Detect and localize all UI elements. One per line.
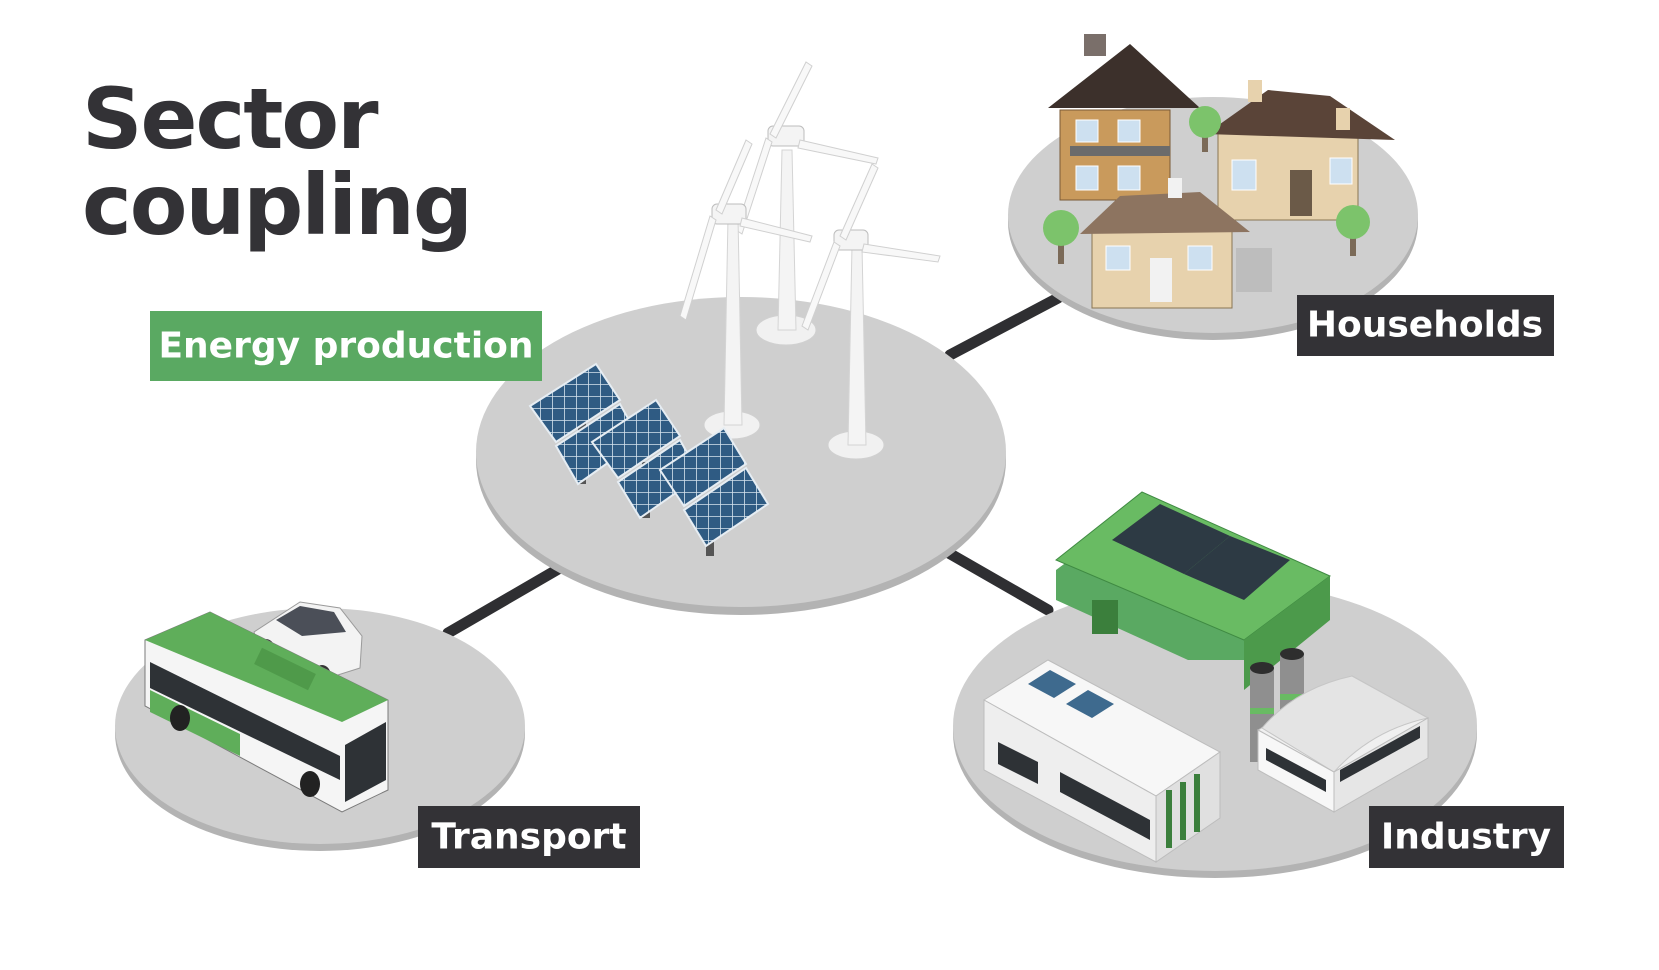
households-label: Households	[1307, 305, 1543, 346]
warehouse-icon	[1055, 491, 1331, 690]
energy-production-tag: Energy production	[150, 311, 542, 381]
transport-label: Transport	[431, 817, 626, 858]
tree-icon	[1336, 205, 1370, 256]
energy-production-tag-bg	[150, 311, 542, 381]
house-icon	[1080, 178, 1272, 309]
houses-illustration	[1043, 34, 1395, 309]
title-line-2: coupling	[82, 156, 473, 254]
factory-building-icon	[1256, 675, 1430, 813]
house-icon	[1048, 34, 1200, 201]
connector-industry	[934, 542, 1054, 616]
tree-icon	[1043, 210, 1079, 264]
house-icon	[1206, 80, 1395, 221]
wind-turbine-icon	[801, 163, 941, 460]
factory-building-icon	[983, 659, 1221, 863]
vehicles-illustration	[144, 601, 389, 813]
wind-turbines-illustration	[679, 61, 941, 460]
households-tag-bg	[1297, 295, 1554, 356]
solar-panel-icon	[658, 426, 770, 556]
industry-tag: Industry	[1369, 806, 1564, 868]
bus-icon	[144, 611, 389, 813]
industry-tag-bg	[1369, 806, 1564, 868]
connector-households	[944, 292, 1064, 361]
transport-tag-bg	[418, 806, 640, 868]
energy-production-label: Energy production	[158, 326, 533, 367]
connector-transport	[442, 562, 566, 639]
solar-panel-icon	[590, 398, 702, 520]
solar-panels-illustration	[528, 362, 770, 556]
tree-icon	[1189, 106, 1221, 152]
factories-illustration	[983, 491, 1430, 863]
platform-energy-production	[476, 297, 1006, 607]
page-title: Sector coupling	[82, 70, 473, 254]
households-tag: Households	[1297, 295, 1554, 356]
title-line-1: Sector	[82, 70, 379, 168]
transport-tag: Transport	[418, 806, 640, 868]
connectors	[442, 292, 1064, 639]
industry-label: Industry	[1381, 817, 1551, 858]
